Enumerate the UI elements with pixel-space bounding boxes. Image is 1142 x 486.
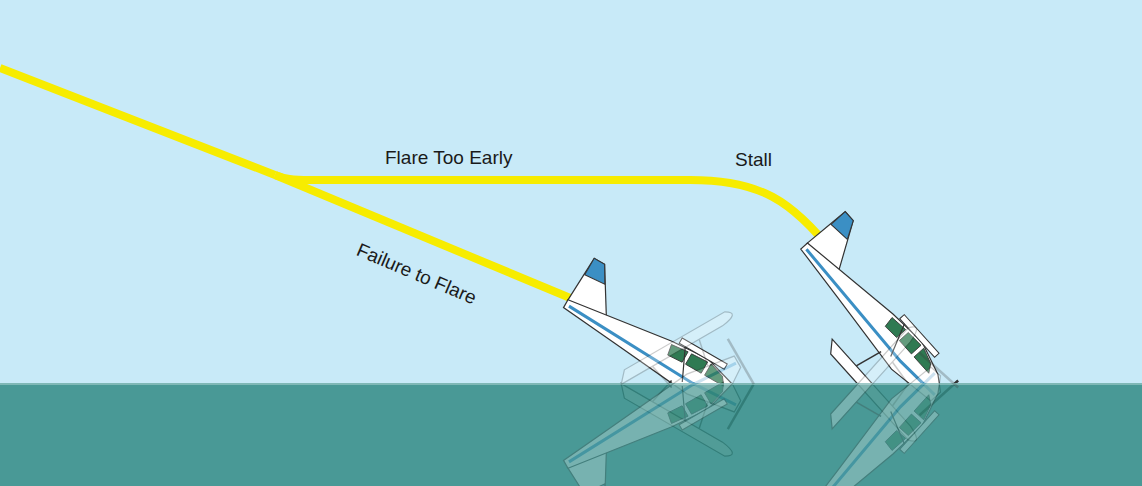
seaplane-reflection bbox=[540, 309, 783, 486]
sky bbox=[0, 0, 1142, 384]
path-label: Stall bbox=[735, 149, 772, 171]
water-line bbox=[0, 383, 1142, 385]
approach-path bbox=[0, 68, 275, 175]
path-label: Flare Too Early bbox=[385, 147, 512, 169]
seaplane-reflection bbox=[765, 324, 991, 486]
reflection bbox=[540, 309, 991, 486]
